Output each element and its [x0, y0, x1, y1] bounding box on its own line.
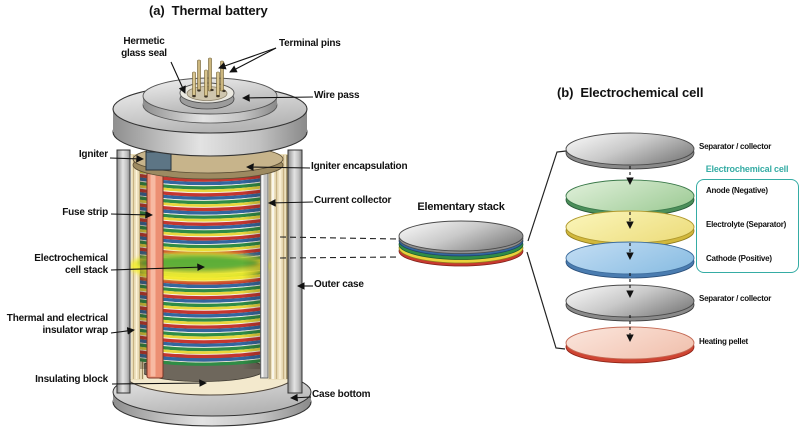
label-cathode: Cathode (Positive)	[706, 254, 772, 263]
label-fuse-strip: Fuse strip	[62, 207, 108, 218]
heating-pellet-disc	[565, 326, 695, 364]
label-igniter: Igniter	[78, 149, 108, 160]
label-outer-case: Outer case	[314, 279, 364, 290]
label-current-collector: Current collector	[314, 195, 392, 206]
leader-lines	[109, 47, 314, 402]
label-electrochemical-cell-group: Electrochemical cell	[705, 164, 789, 174]
label-separator-collector-top: Separator / collector	[699, 142, 772, 151]
label-wire-pass: Wire pass	[314, 90, 360, 101]
label-hermetic-glass-seal: Hermetic glass seal	[121, 36, 167, 59]
label-separator-collector-bottom: Separator / collector	[699, 294, 772, 303]
anode-disc	[565, 179, 695, 217]
label-elementary-stack: Elementary stack	[417, 201, 505, 213]
label-igniter-encapsulation: Igniter encapsulation	[311, 161, 408, 172]
elementary-stack-art	[398, 220, 524, 267]
insulator-wrap-right	[268, 154, 290, 380]
separator-collector-top-disc	[565, 132, 695, 170]
label-insulating-block: Insulating block	[35, 374, 108, 385]
expansion-bracket	[526, 150, 567, 350]
cathode-disc	[565, 241, 695, 279]
fuse-strip-art	[146, 155, 164, 379]
label-electrochemical-cell-stack: Electrochemical cell stack	[34, 253, 108, 276]
label-thermal-insulator-wrap: Thermal and electrical insulator wrap	[6, 313, 108, 336]
electrochemical-cell-group-box	[696, 179, 799, 273]
label-case-bottom: Case bottom	[312, 389, 371, 400]
panel-b-title: (b) Electrochemical cell	[557, 85, 704, 100]
label-anode: Anode (Negative)	[706, 186, 768, 195]
panel-a-title: (a) Thermal battery	[149, 3, 268, 18]
separator-collector-bottom-disc	[565, 284, 695, 322]
label-terminal-pins: Terminal pins	[279, 38, 341, 49]
label-heating-pellet: Heating pellet	[699, 337, 748, 346]
label-electrolyte: Electrolyte (Separator)	[706, 220, 787, 229]
